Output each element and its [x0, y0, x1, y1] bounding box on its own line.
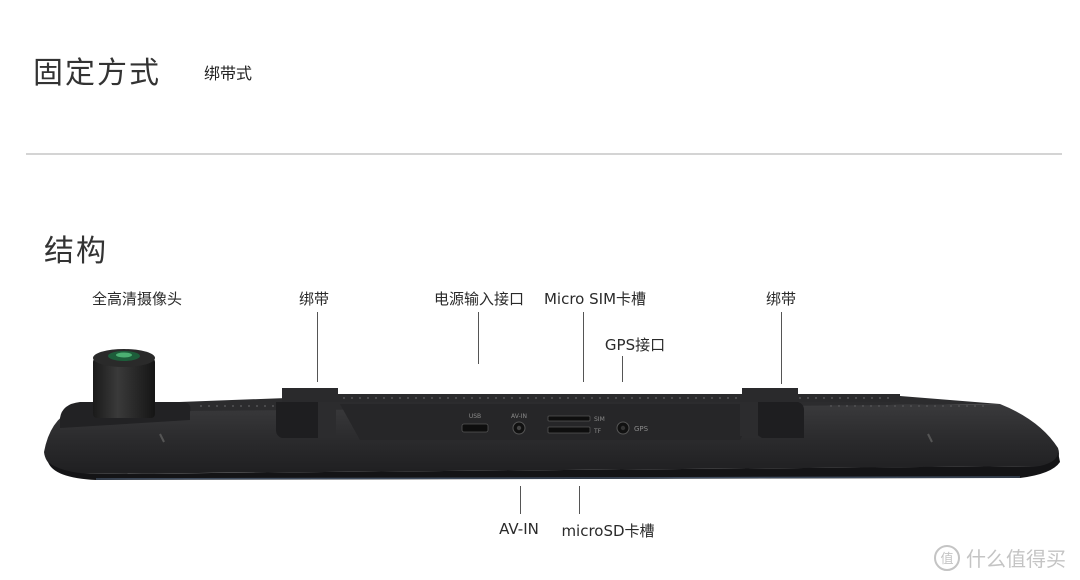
- callout-micro-sim: Micro SIM卡槽: [543, 290, 647, 308]
- vent-ridge: [200, 394, 990, 407]
- callout-camera: 全高清摄像头: [91, 290, 183, 308]
- leader-power-input: [478, 312, 479, 364]
- leader-strap-right: [781, 312, 782, 384]
- port-panel: [340, 404, 760, 440]
- camera-module: [60, 349, 191, 428]
- microsd-slot: TF: [547, 426, 602, 435]
- leader-micro-sim: [583, 312, 584, 382]
- mount-heading: 固定方式: [33, 56, 161, 91]
- screw-left: [159, 433, 165, 443]
- usb-port-label: USB: [469, 413, 481, 420]
- callout-strap-left: 绑带: [298, 290, 330, 308]
- leader-gps: [622, 356, 623, 382]
- callout-strap-right: 绑带: [765, 290, 797, 308]
- gps-port: GPS: [616, 421, 649, 435]
- leader-strap-left: [317, 312, 318, 382]
- sim-slot-label: SIM: [594, 416, 605, 423]
- usb-port: USB: [461, 413, 489, 433]
- screw-right: [927, 433, 933, 443]
- watermark: 值 什么值得买: [934, 543, 1066, 572]
- strap-mount-left: [276, 388, 338, 438]
- microsd-slot-label: TF: [593, 428, 602, 435]
- sim-slot: SIM: [547, 415, 605, 423]
- mount-value: 绑带式: [204, 64, 253, 83]
- structure-heading: 结构: [44, 234, 108, 269]
- watermark-logo-icon: 值: [934, 544, 960, 571]
- gps-port-label: GPS: [634, 425, 649, 433]
- callout-power-input: 电源输入接口: [433, 290, 525, 308]
- leader-av-in: [520, 486, 521, 514]
- leader-microsd: [579, 486, 580, 514]
- callout-av-in: AV-IN: [499, 520, 539, 538]
- strap-mount-right: [740, 388, 804, 438]
- callout-microsd: microSD卡槽: [561, 522, 655, 540]
- av-in-port: AV-IN: [511, 413, 527, 435]
- section-divider: [26, 153, 1062, 155]
- av-in-port-label: AV-IN: [511, 413, 527, 420]
- watermark-text: 什么值得买: [966, 547, 1066, 571]
- callout-gps: GPS接口: [604, 336, 666, 354]
